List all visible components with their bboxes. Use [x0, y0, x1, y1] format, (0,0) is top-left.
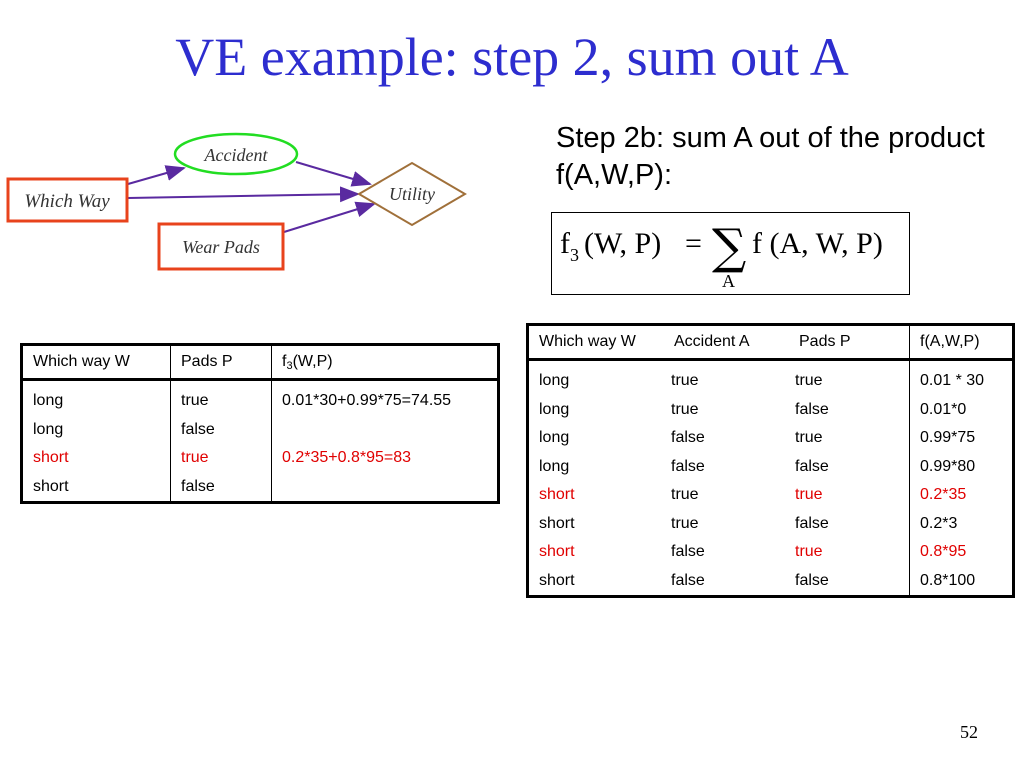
utility-node: [357, 161, 467, 227]
formula-sigma: ∑: [712, 219, 746, 275]
column-pads: true false true false: [170, 379, 272, 503]
header-pads: Pads P: [799, 333, 851, 350]
cell: false: [795, 514, 829, 532]
arrow-which-way-to-accident: [127, 165, 186, 185]
cell: false: [795, 400, 829, 418]
cell: false: [181, 477, 215, 495]
formula-lhs-subscript: 3: [570, 245, 579, 265]
cell: true: [671, 372, 699, 389]
cell-highlighted: short: [539, 543, 575, 560]
f3-result-table: Which way W Pads P f3(W,P) long long sho…: [20, 343, 500, 504]
cell: 0.2*3: [920, 514, 958, 532]
header-variables: Which way W Accident A Pads P: [527, 324, 910, 361]
header-f3-subscript: 3: [286, 359, 293, 372]
column-f-awp: 0.01 * 30 0.01*0 0.99*75 0.99*80 0.2*35 …: [910, 360, 1014, 597]
accident-label: Accident: [204, 145, 269, 165]
header-accident: Accident A: [674, 333, 750, 350]
cell: long: [539, 457, 570, 475]
accident-node: [173, 132, 299, 176]
cell: 0.99*75: [920, 429, 976, 446]
cell: false: [671, 457, 705, 475]
which-way-label: Which Way: [24, 191, 110, 212]
cell: 0.99*80: [920, 457, 976, 475]
wear-pads-node: [157, 222, 285, 271]
cell-highlighted: true: [795, 486, 823, 503]
cell: long: [539, 372, 570, 389]
cell: true: [671, 514, 699, 532]
cell-highlighted: short: [539, 486, 575, 503]
formula-lhs-args: (W, P): [584, 227, 661, 260]
header-f-awp: f(A,W,P): [909, 324, 1014, 361]
step-description: Step 2b: sum A out of the product f(A,W,…: [556, 122, 985, 191]
cell: 0.01*30+0.99*75=74.55: [282, 392, 452, 409]
cell: true: [671, 486, 699, 503]
cell: 0.01 * 30: [920, 372, 985, 389]
cell: false: [671, 543, 705, 560]
table-body: long long long long short short short sh…: [527, 359, 1014, 597]
page-number: 52: [960, 722, 978, 742]
sum-out-formula: f 3 (W, P) = ∑ A f (A, W, P): [551, 212, 910, 295]
cell-highlighted: short: [33, 449, 69, 466]
formula-rhs: f (A, W, P): [752, 227, 883, 260]
header-f3-args: (W,P): [292, 352, 333, 370]
cell: short: [539, 514, 575, 532]
cell: false: [181, 420, 215, 438]
cell: false: [795, 571, 829, 589]
table-header-row: Which way W Pads P f3(W,P): [21, 344, 499, 381]
header-f3-name: f: [282, 352, 287, 370]
cell: [282, 416, 497, 445]
arrow-accident-to-utility: [295, 161, 372, 187]
f-awp-table: Which way W Accident A Pads P f(A,W,P) lon…: [526, 323, 1015, 598]
cell-highlighted: 0.2*35+0.8*95=83: [282, 449, 412, 466]
column-which-way: long long short short: [21, 379, 171, 503]
cell: true: [671, 400, 699, 418]
cell-highlighted: true: [181, 449, 209, 466]
header-pads: Pads P: [170, 344, 272, 381]
cell: false: [795, 457, 829, 475]
cell: true: [795, 372, 823, 389]
header-f3: f3(W,P): [271, 344, 499, 381]
cell: true: [795, 429, 823, 446]
which-way-node: [6, 177, 129, 223]
decision-network-diagram: Which Way Accident Utility Wear Pads: [6, 132, 467, 271]
cell: long: [539, 400, 570, 418]
utility-label: Utility: [389, 184, 435, 204]
cell: 0.01*0: [920, 400, 967, 418]
column-pads: true false true false true false true fa…: [795, 367, 829, 595]
cell: long: [33, 392, 64, 409]
arrow-wear-pads-to-utility: [283, 201, 376, 233]
formula-equals: =: [685, 227, 702, 260]
cell: long: [33, 420, 64, 438]
cell-highlighted: 0.2*35: [920, 486, 967, 503]
wear-pads-label: Wear Pads: [182, 237, 260, 257]
column-which-way: long long long long short short short sh…: [539, 367, 671, 595]
formula-lhs-f: f: [560, 227, 570, 260]
table-body: long long short short true false true fa…: [21, 379, 499, 503]
cell: [282, 473, 497, 502]
cell: false: [671, 571, 705, 589]
column-f3: 0.01*30+0.99*75=74.55 0.2*35+0.8*95=83: [272, 380, 499, 503]
header-which-way: Which way W: [539, 333, 636, 350]
arrow-which-way-to-utility: [127, 186, 360, 203]
cell: short: [539, 571, 575, 589]
slide-title: VE example: step 2, sum out A: [175, 27, 849, 87]
cell-highlighted: true: [795, 543, 823, 560]
cell: long: [539, 429, 570, 446]
cell: 0.8*100: [920, 571, 976, 589]
formula-sum-variable: A: [722, 271, 735, 291]
column-variables: long long long long short short short sh…: [527, 359, 910, 597]
table-header-row: Which way W Accident A Pads P f(A,W,P): [527, 324, 1014, 361]
column-accident: true true false false true true false fa…: [671, 367, 795, 595]
cell: true: [181, 392, 209, 409]
cell: short: [33, 477, 69, 495]
header-which-way: Which way W: [21, 344, 171, 381]
cell: false: [671, 429, 705, 446]
cell-highlighted: 0.8*95: [920, 543, 967, 560]
